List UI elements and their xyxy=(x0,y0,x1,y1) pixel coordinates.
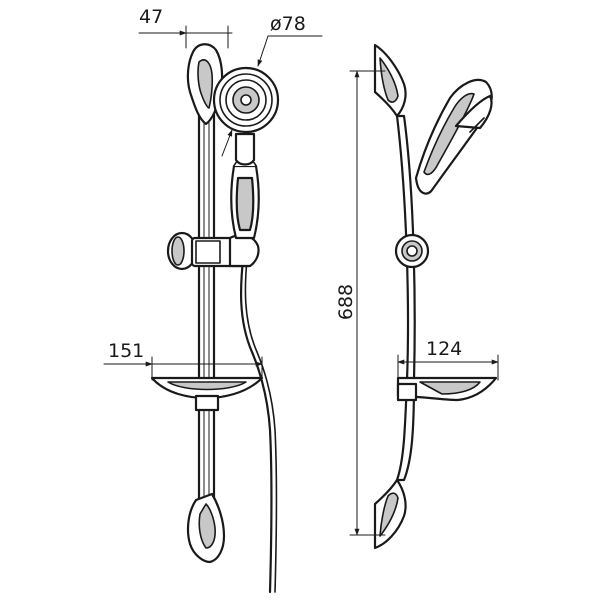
soap-dish xyxy=(150,376,264,412)
dim-soap-dish-width xyxy=(103,356,263,381)
hand-shower-handle xyxy=(230,132,260,240)
dim-label-47: 47 xyxy=(139,6,163,28)
dim-head-diameter xyxy=(221,35,323,157)
dim-rail-height xyxy=(349,70,386,536)
side-slide-rail xyxy=(395,114,416,482)
slide-rail xyxy=(197,93,216,527)
slider-holder xyxy=(166,231,260,271)
side-hand-shower xyxy=(414,78,493,195)
side-view: 688 124 xyxy=(335,43,499,550)
front-view: 47 ø78 151 xyxy=(103,6,323,594)
dim-side-depth xyxy=(397,354,499,381)
dim-label-o78: ø78 xyxy=(270,13,306,35)
shower-head-front xyxy=(212,66,280,134)
dim-label-688: 688 xyxy=(335,284,357,320)
dim-label-151: 151 xyxy=(108,340,144,362)
side-soap-dish xyxy=(396,376,498,402)
dim-label-124: 124 xyxy=(426,338,462,360)
shower-hose xyxy=(239,248,273,594)
dim-bracket-width xyxy=(138,25,233,49)
side-slider xyxy=(394,233,430,269)
